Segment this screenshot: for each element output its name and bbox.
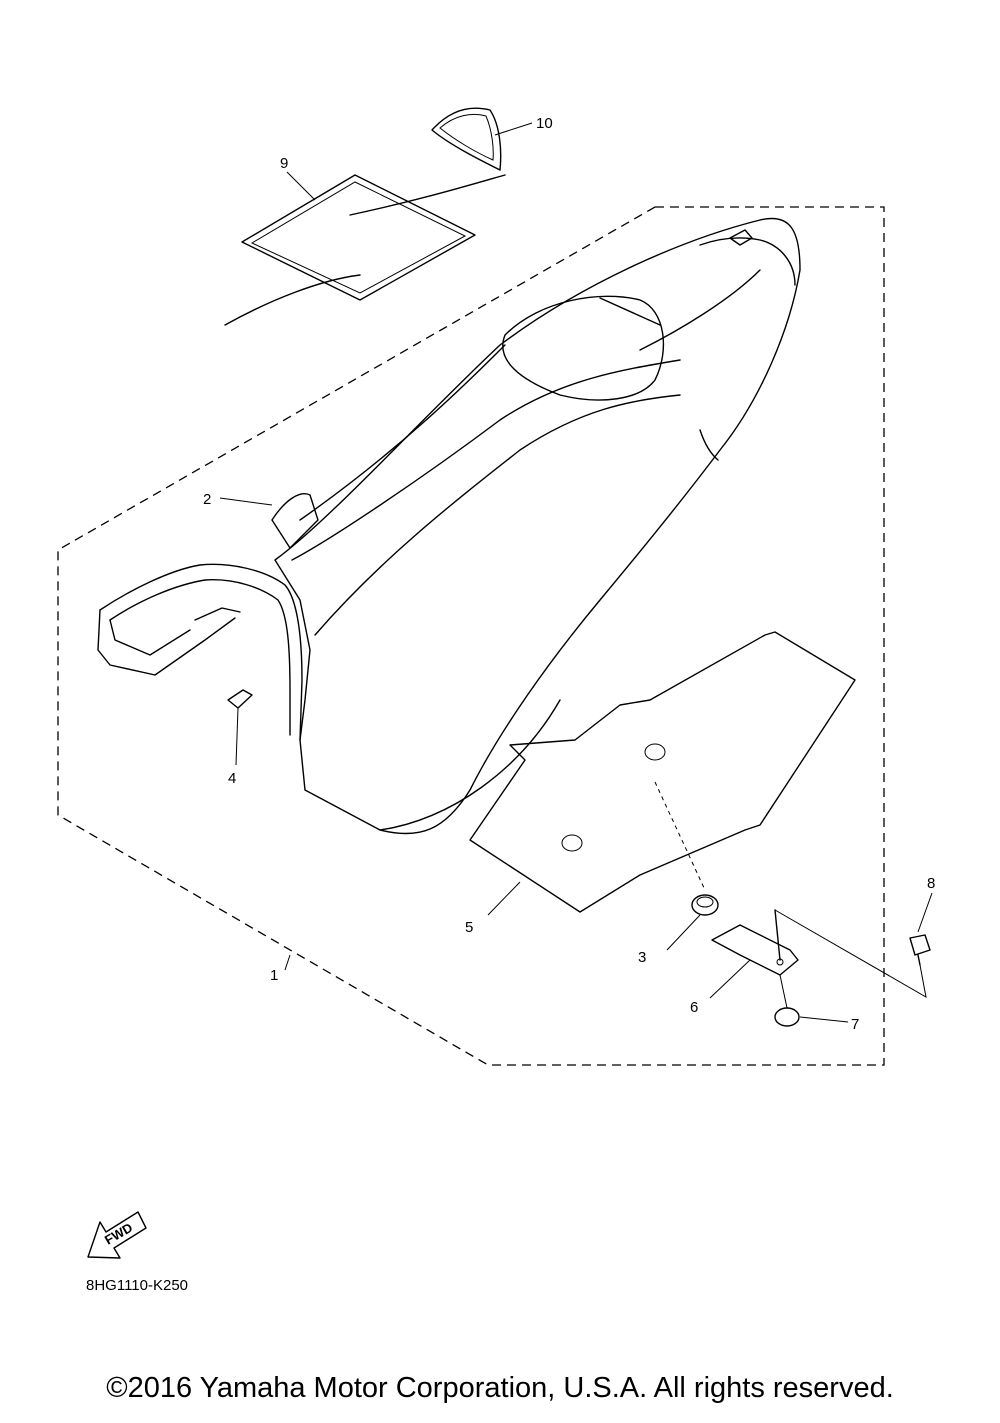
bracket bbox=[711, 909, 799, 976]
seat-body bbox=[271, 217, 801, 835]
callout-10: 10 bbox=[536, 115, 553, 132]
leader-4 bbox=[235, 707, 239, 766]
seat-base-plate bbox=[469, 631, 856, 913]
seat-cover bbox=[224, 174, 506, 326]
callout-1: 1 bbox=[270, 967, 278, 984]
leader-1 bbox=[284, 954, 291, 971]
part-code: 8HG1110-K250 bbox=[86, 1277, 188, 1294]
callout-2: 2 bbox=[203, 491, 211, 508]
callout-9: 9 bbox=[280, 155, 288, 172]
callout-5: 5 bbox=[465, 919, 473, 936]
screw bbox=[774, 909, 931, 998]
leader-2 bbox=[219, 497, 273, 506]
callout-6: 6 bbox=[690, 999, 698, 1016]
seat-assembly-boundary bbox=[57, 206, 885, 1066]
leader-3 bbox=[666, 914, 701, 951]
leader-5 bbox=[487, 881, 521, 916]
fwd-arrow-icon: FWD bbox=[87, 1211, 147, 1259]
copyright-notice: ©2016 Yamaha Motor Corporation, U.S.A. A… bbox=[106, 1372, 894, 1404]
leader-10 bbox=[494, 122, 533, 136]
callout-3: 3 bbox=[638, 949, 646, 966]
callout-8: 8 bbox=[927, 875, 935, 892]
callout-4: 4 bbox=[228, 770, 236, 787]
callout-7: 7 bbox=[851, 1016, 859, 1033]
seat-front-strap bbox=[97, 563, 303, 741]
leader-8 bbox=[917, 892, 933, 933]
fwd-label: FWD bbox=[102, 1220, 135, 1248]
leader-6 bbox=[709, 959, 751, 999]
bolt bbox=[774, 974, 800, 1027]
leader-7 bbox=[799, 1016, 849, 1023]
leader-9 bbox=[286, 171, 316, 201]
trim-piece bbox=[431, 107, 502, 171]
damper bbox=[654, 781, 719, 916]
